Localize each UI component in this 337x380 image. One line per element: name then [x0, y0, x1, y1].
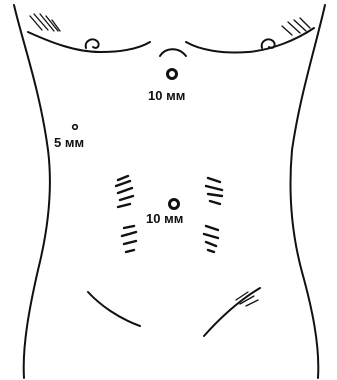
- right-flank-port-label: 5 мм: [54, 135, 84, 150]
- right-groin-line: [204, 288, 260, 336]
- left-rectus-hatching: [116, 176, 136, 252]
- subxiphoid-port-marker: [168, 70, 177, 79]
- left-chest-hatching: [30, 14, 60, 31]
- torso-left-outline: [14, 5, 50, 378]
- right-rectus-hatching: [204, 178, 222, 252]
- right-nipple-icon: [262, 39, 275, 48]
- right-chest-contour: [186, 28, 314, 53]
- left-groin-line: [88, 292, 140, 326]
- torso-right-outline: [290, 5, 325, 378]
- xiphoid-arch: [160, 49, 186, 56]
- right-groin-hatching: [236, 292, 258, 306]
- left-nipple-icon: [86, 39, 99, 48]
- umbilical-port-marker: [170, 200, 179, 209]
- right-flank-port-marker: [73, 125, 78, 130]
- umbilical-port-label: 10 мм: [146, 211, 183, 226]
- left-chest-contour: [28, 32, 150, 52]
- subxiphoid-port-label: 10 мм: [148, 88, 185, 103]
